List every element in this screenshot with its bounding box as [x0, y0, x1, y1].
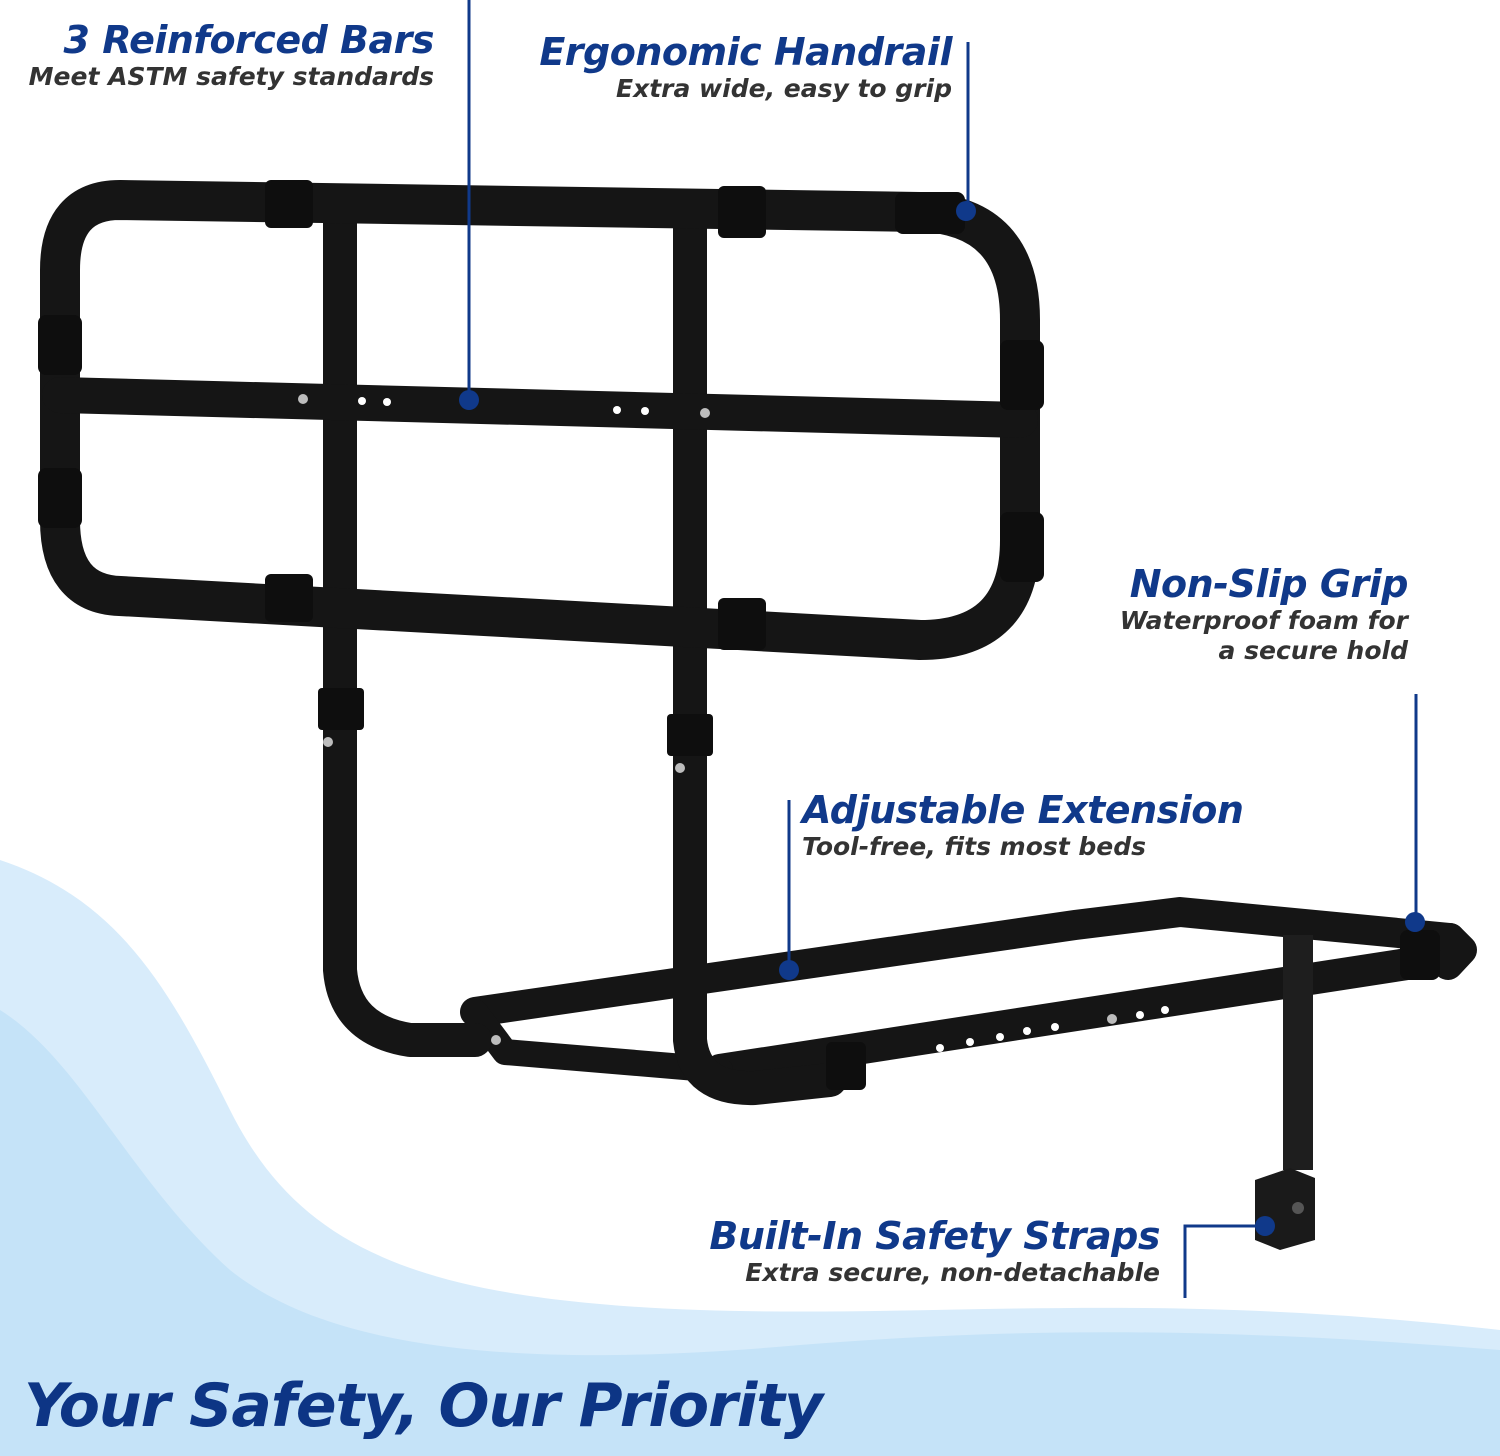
feature-title: Ergonomic Handrail — [539, 30, 952, 74]
feature-subtitle: Extra wide, easy to grip — [616, 74, 952, 103]
feature-non-slip-grip: Non-Slip Grip Waterproof foam for a secu… — [1119, 562, 1409, 666]
lock-pins — [298, 394, 1117, 1045]
feature-subtitle-line-1: Waterproof foam for — [1119, 606, 1408, 635]
feature-safety-straps: Built-In Safety Straps Extra secure, non… — [709, 1214, 1160, 1288]
feature-title: Built-In Safety Straps — [709, 1214, 1160, 1258]
feature-subtitle-line-2: a secure hold — [1218, 636, 1408, 665]
feature-adjustable-extension: Adjustable Extension Tool-free, fits mos… — [802, 788, 1244, 862]
adjustment-holes — [358, 397, 1169, 1052]
base-frame — [460, 897, 1477, 1086]
feature-subtitle: Extra secure, non-detachable — [745, 1258, 1160, 1287]
tagline: Your Safety, Our Priority — [24, 1371, 823, 1441]
feature-subtitle: Tool-free, fits most beds — [802, 832, 1147, 861]
feature-subtitle: Meet ASTM safety standards — [28, 62, 434, 91]
feature-title: Adjustable Extension — [802, 788, 1244, 832]
feature-ergonomic-handrail: Ergonomic Handrail Extra wide, easy to g… — [539, 30, 952, 104]
feature-reinforced-bars: 3 Reinforced Bars Meet ASTM safety stand… — [28, 18, 435, 92]
callout-dots — [459, 201, 1425, 1236]
joint-sleeves — [38, 180, 1440, 1090]
uprights — [323, 203, 847, 1106]
feature-title: Non-Slip Grip — [1129, 562, 1409, 606]
feature-title: 3 Reinforced Bars — [63, 18, 435, 62]
handrail-frame — [40, 180, 1040, 660]
callout-lines — [467, 0, 1418, 1298]
middle-bar — [42, 377, 1038, 438]
